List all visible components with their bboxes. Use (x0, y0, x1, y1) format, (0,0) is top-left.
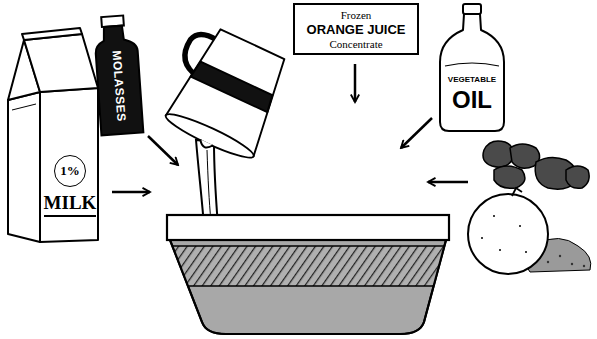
milk-carton (8, 28, 98, 242)
milk-carton (12, 104, 36, 110)
mixing-bowl (170, 240, 446, 334)
mixing-bowl (172, 245, 444, 247)
orange (512, 188, 522, 196)
arrow (354, 64, 357, 102)
oil-bottle (440, 4, 504, 131)
product-label: Concentrate (329, 38, 382, 50)
orange (468, 194, 548, 274)
product-label: Frozen (341, 9, 372, 21)
arrow (428, 181, 468, 184)
product-label: OIL (452, 86, 492, 114)
orange (571, 263, 573, 265)
dried-fruit (494, 166, 525, 188)
milk-carton (22, 28, 82, 40)
product-label: VEGETABLE (448, 75, 496, 84)
mixing-bowl (167, 215, 449, 240)
mixing-bowl (160, 215, 460, 334)
orange (547, 261, 549, 263)
orange (519, 225, 521, 227)
milk-carton (24, 34, 98, 92)
arrow (401, 118, 432, 148)
milk-label: 1% MILK (44, 155, 97, 217)
orange (525, 251, 527, 253)
arrow (112, 64, 468, 192)
orange (481, 237, 483, 239)
percent-label: 1% (54, 155, 86, 187)
molasses-bottle (94, 25, 143, 136)
molasses-bottle (93, 15, 143, 136)
oil-bottle (440, 14, 504, 131)
orange (559, 255, 561, 257)
pour-stream (196, 140, 218, 226)
product-label: ORANGE JUICE (307, 22, 406, 37)
orange (493, 215, 495, 217)
dried-fruit (483, 141, 513, 167)
oil-label: VEGETABLE OIL (448, 75, 497, 114)
pour-stream (207, 150, 211, 222)
mixing-bowl (160, 246, 460, 286)
product-label: MILK (44, 192, 97, 217)
dried-fruit (566, 166, 589, 188)
orange (468, 188, 591, 274)
orange (499, 249, 501, 251)
mixing-bowl (162, 285, 440, 287)
orange (583, 265, 585, 267)
measuring-cup (191, 61, 275, 113)
milk-carton (8, 92, 40, 242)
pour-stream (196, 140, 218, 226)
arrow (112, 191, 150, 194)
measuring-cup (151, 19, 296, 167)
milk-carton (40, 88, 98, 242)
measuring-cup (162, 108, 256, 163)
orange-juice-box: FrozenORANGE JUICEConcentrate (293, 3, 419, 55)
dried-fruit (483, 141, 589, 189)
arrow (148, 136, 178, 165)
oil-bottle (463, 4, 481, 14)
measuring-cup (198, 139, 213, 150)
measuring-cup (166, 24, 296, 157)
oil-bottle (445, 63, 499, 66)
